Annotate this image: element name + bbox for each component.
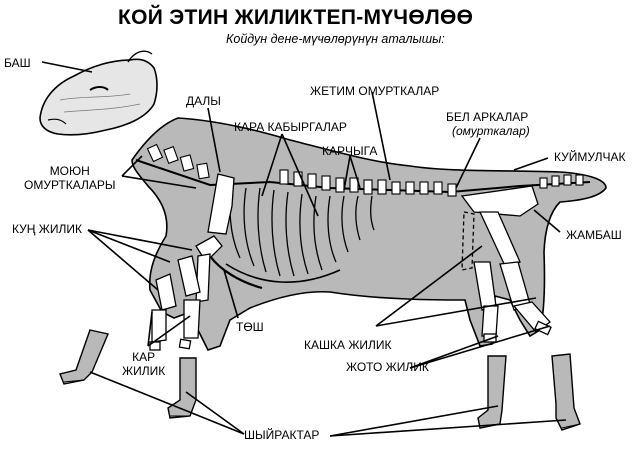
front-leg-bones (149, 235, 223, 351)
ribs (209, 185, 375, 290)
shank-1 (59, 329, 109, 385)
hind-leg-bones (460, 185, 552, 343)
label-zhoto-zhilik: ЖОТО ЖИЛИК (346, 360, 429, 374)
label-karchyga: КАРЧЫГА (322, 144, 378, 158)
label-shyiraktar: ШЫЙРАКТАР (244, 428, 320, 442)
label-moyun-line2: ОМУРТКАЛАРЫ (24, 178, 116, 192)
label-kuimulchak: КУЙМУЛЧАК (554, 150, 626, 164)
shanks (59, 329, 581, 431)
label-bel-arkalar-sub: (омурткалар) (452, 124, 530, 138)
label-kashka-zhilik: КАШКА ЖИЛИК (304, 338, 392, 352)
page-title: КОЙ ЭТИН ЖИЛИКТЕП-МҮЧӨЛӨӨ (118, 6, 474, 29)
label-kar-line1: КАР (132, 350, 156, 364)
label-moyun-line1: МОЮН (49, 164, 90, 178)
spine (135, 143, 591, 197)
label-bel-arkalar: БЕЛ АРКАЛАР (446, 110, 529, 124)
label-zhambash: ЖАМБАШ (566, 228, 622, 242)
sheep-head (39, 50, 158, 136)
label-kar-line2: ЖИЛИК (122, 364, 166, 378)
shank-2 (167, 357, 197, 419)
page-subtitle: Койдун дене-мүчөлөрүнүн аталышы: (226, 32, 445, 46)
label-moyun-omurtkalary: МОЮН ОМУРТКАЛАРЫ (24, 164, 116, 192)
shank-3 (477, 355, 507, 429)
label-bash: БАШ (4, 56, 31, 70)
label-zhetim-omurtkalar: ЖЕТИМ ОМУРТКАЛАР (310, 84, 440, 98)
label-daly: ДАЛЫ (186, 94, 221, 108)
label-kun-zhilik: КУҢ ЖИЛИК (12, 222, 82, 236)
label-tosh: ТӨШ (236, 320, 264, 334)
label-kar-zhilik: КАР ЖИЛИК (122, 350, 165, 378)
shank-4 (551, 353, 581, 431)
label-kara-kabyrgalar: КАРА КАБЫРГАЛАР (234, 120, 347, 134)
pointer-lines (41, 61, 567, 437)
scapula (207, 173, 235, 235)
